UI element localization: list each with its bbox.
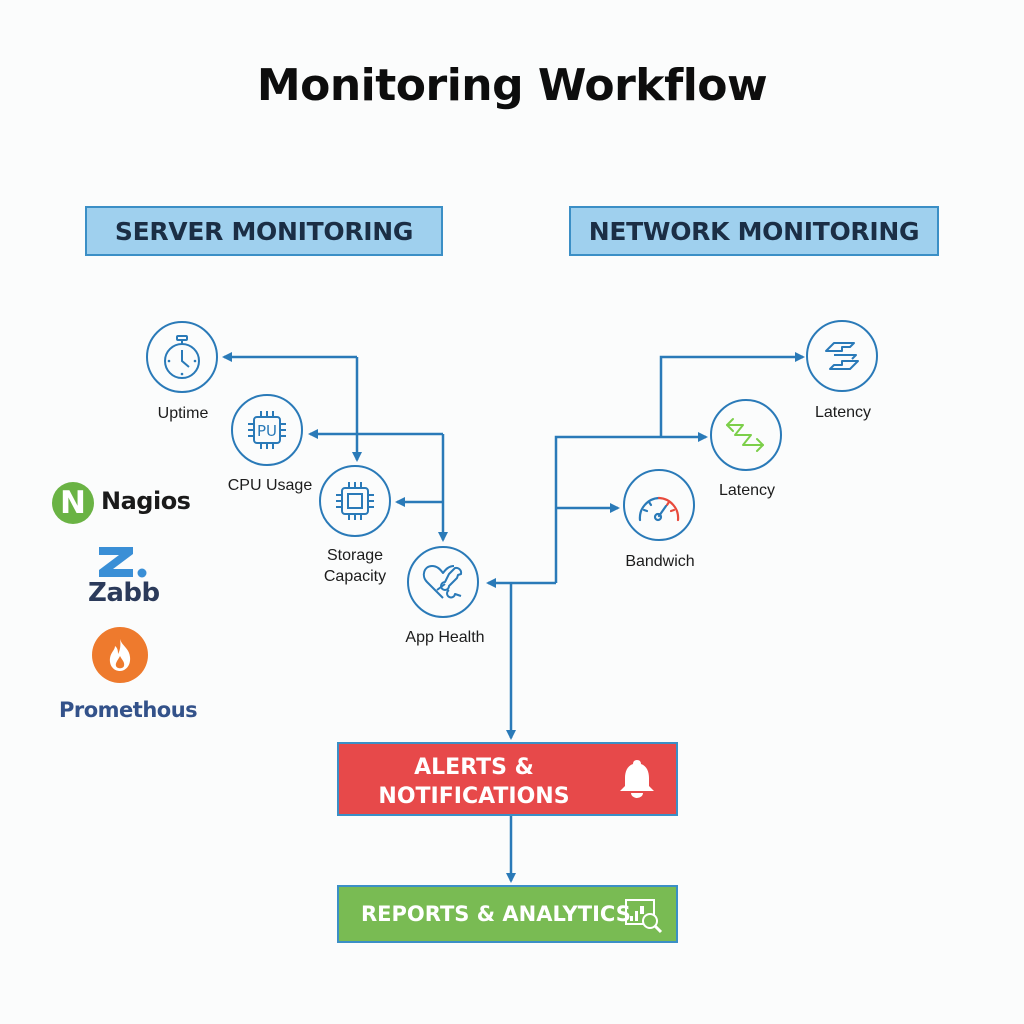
speedometer-icon <box>638 496 680 522</box>
page-title: Monitoring Workflow <box>256 60 768 111</box>
storage-label-line2: Capacity <box>323 568 387 585</box>
prometheus-label: Promethous <box>59 698 198 722</box>
nagios-logo: N <box>52 482 94 524</box>
zabbix-logo-icon <box>99 547 147 578</box>
latency-mid-node[interactable] <box>710 399 782 471</box>
flame-icon <box>109 639 131 671</box>
bell-icon <box>620 760 654 798</box>
cpu-usage-label: CPU Usage <box>227 477 313 494</box>
alerts-label: ALERTS & NOTIFICATIONS <box>339 753 609 811</box>
cpu-usage-node[interactable]: PU <box>231 394 303 466</box>
cpu-icon-text: PU <box>257 422 277 440</box>
bandwidth-label: Bandwich <box>625 553 695 570</box>
stopwatch-icon <box>164 335 200 379</box>
network-monitoring-label: NETWORK MONITORING <box>588 216 920 246</box>
connector-to-latency-top <box>659 352 805 437</box>
app-health-node[interactable] <box>407 546 479 618</box>
reports-label: REPORTS & ANALYTICS <box>361 902 631 926</box>
alerts-label-line2: NOTIFICATIONS <box>378 784 570 809</box>
alerts-label-line1: ALERTS & <box>414 755 534 780</box>
uptime-node[interactable] <box>146 321 218 393</box>
zabbix-label: Zabb <box>88 578 160 608</box>
network-exchange-icon <box>825 342 859 370</box>
network-monitoring-header: NETWORK MONITORING <box>569 206 939 256</box>
latency-mid-label: Latency <box>718 482 776 499</box>
connector-network-trunk <box>554 435 660 583</box>
heart-wrench-icon <box>422 565 463 599</box>
nagios-label: Nagios <box>101 487 191 515</box>
alerts-notifications-box[interactable]: ALERTS & NOTIFICATIONS <box>337 742 678 816</box>
latency-top-node[interactable] <box>806 320 878 392</box>
prometheus-logo <box>92 627 148 683</box>
reports-analytics-box[interactable]: REPORTS & ANALYTICS <box>337 885 678 943</box>
cpu-chip-icon: PU <box>248 411 286 449</box>
server-monitoring-label: SERVER MONITORING <box>114 216 414 246</box>
report-magnifier-icon <box>625 899 663 934</box>
uptime-label: Uptime <box>157 405 209 422</box>
latency-top-label: Latency <box>814 404 872 421</box>
bandwidth-node[interactable] <box>623 469 695 541</box>
storage-capacity-label: Storage Capacity <box>305 545 405 587</box>
storage-capacity-node[interactable] <box>319 465 391 537</box>
server-monitoring-header: SERVER MONITORING <box>85 206 443 256</box>
chip-icon <box>336 482 374 520</box>
zigzag-arrows-icon <box>726 418 764 452</box>
storage-label-line1: Storage <box>326 547 384 564</box>
app-health-label: App Health <box>405 629 485 646</box>
